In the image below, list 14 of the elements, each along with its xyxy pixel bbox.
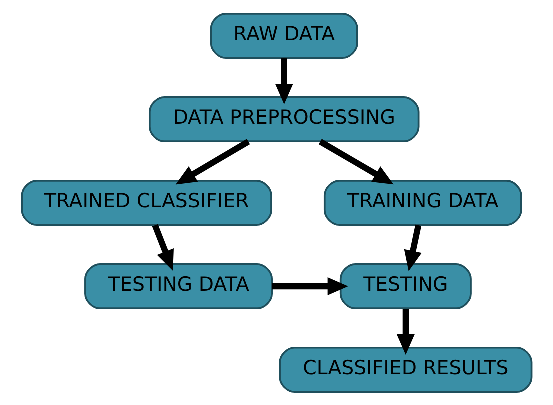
node-box: TRAINED CLASSIFIER (20, 179, 272, 226)
node-box: TRAINING DATA (323, 179, 522, 226)
arrow (272, 277, 348, 295)
arrow (404, 224, 422, 271)
arrow (274, 58, 293, 104)
node-box: TESTING DATA (84, 262, 272, 310)
arrow (396, 308, 414, 354)
arrow (175, 138, 250, 184)
node-box: DATA PREPROCESSING (148, 96, 420, 142)
node-box: TESTING (339, 262, 472, 310)
node-box: CLASSIFIED RESULTS (278, 346, 532, 392)
arrow (152, 224, 174, 270)
arrow (318, 138, 394, 184)
node-box: RAW DATA (210, 12, 358, 59)
